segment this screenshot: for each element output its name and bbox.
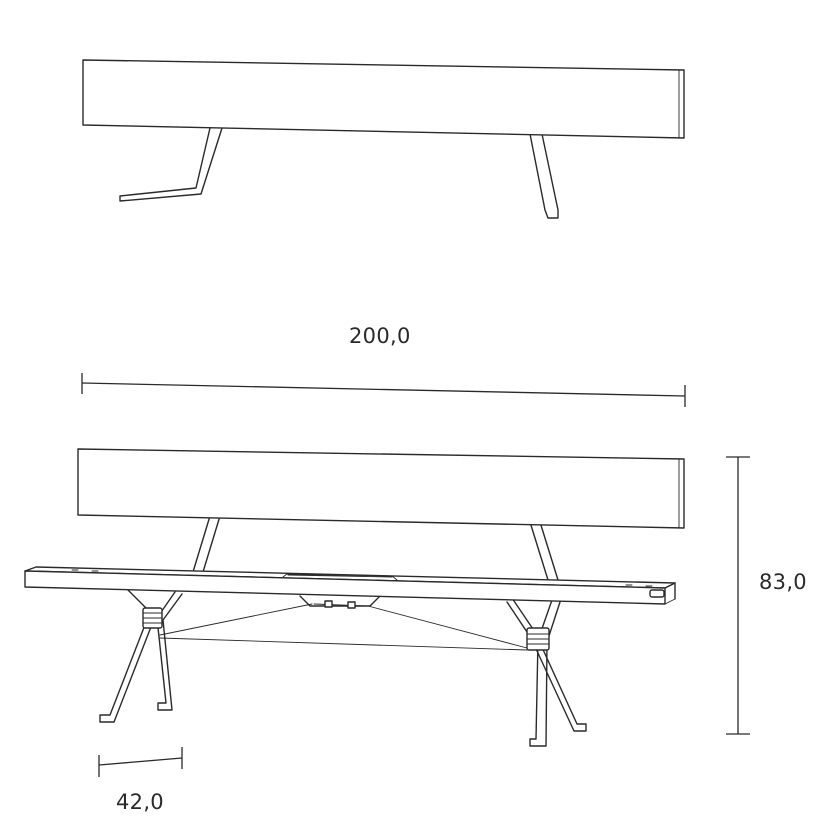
- width-dimension-label: 200,0: [349, 324, 411, 348]
- back-view-left-leg: [119, 127, 223, 202]
- seat-board: [24, 566, 676, 605]
- backrest-support-right: [529, 521, 559, 581]
- depth-dimension-label: 42,0: [116, 790, 164, 814]
- width-dimension: 200,0: [81, 324, 686, 407]
- depth-dimension: 42,0: [98, 747, 183, 814]
- seat-handle-slot: [282, 573, 398, 581]
- left-leg-assembly: [99, 589, 183, 723]
- tension-cables: [159, 603, 528, 651]
- height-dimension: 83,0: [726, 456, 807, 735]
- height-dimension-label: 83,0: [759, 570, 807, 594]
- backrest-board: [77, 448, 685, 529]
- center-bracket: [299, 595, 381, 609]
- back-view-board: [82, 59, 685, 139]
- backrest-support-left: [192, 515, 221, 573]
- right-leg-assembly: [506, 597, 587, 747]
- back-view-right-leg: [529, 133, 559, 219]
- bench-main-view: [24, 448, 685, 747]
- seat-end-pin: [649, 589, 665, 598]
- bench-back-view: [82, 59, 685, 219]
